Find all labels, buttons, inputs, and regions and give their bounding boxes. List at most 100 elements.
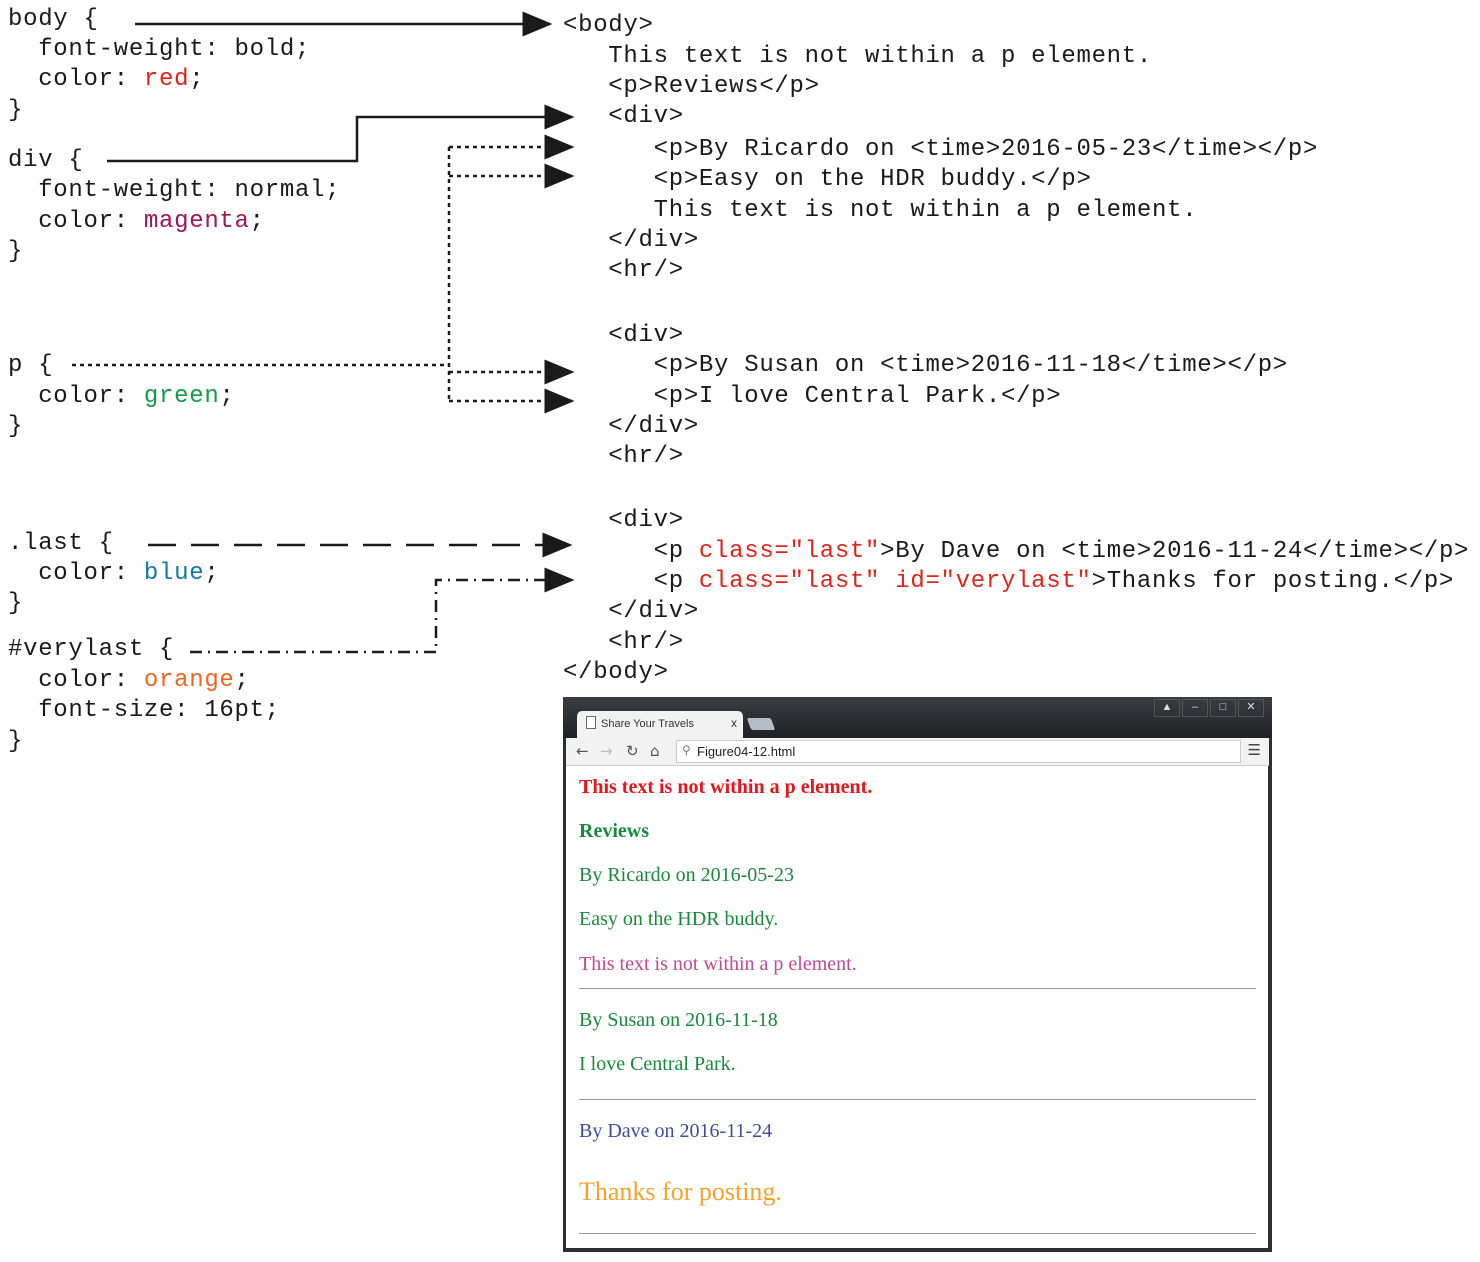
css-line: font-weight: normal; <box>8 177 340 205</box>
rendered-text: By Susan on 2016-11-18 <box>579 1009 778 1031</box>
css-line: } <box>8 413 23 441</box>
code-token: magenta <box>143 208 250 235</box>
rendered-text: Thanks for posting. <box>579 1177 782 1206</box>
html-line: <p>By Ricardo on <time>2016-05-23</time>… <box>563 136 1318 164</box>
div-arrow <box>107 104 575 163</box>
css-line: } <box>8 97 23 125</box>
code-token: <hr/> <box>563 629 684 656</box>
code-token: <p>By Susan on <time>2016-11-18</time></… <box>563 352 1288 379</box>
html-line: </body> <box>563 659 669 687</box>
horizontal-rule <box>579 988 1256 989</box>
code-token: color: <box>8 383 144 410</box>
html-line: </div> <box>563 598 699 626</box>
code-token: <p>Reviews</p> <box>563 73 820 100</box>
home-icon[interactable]: ⌂ <box>650 742 660 760</box>
code-token: } <box>8 590 24 617</box>
css-line: p { <box>8 352 53 380</box>
code-token: ; <box>249 208 265 235</box>
code-token: color: <box>8 560 144 587</box>
code-token: .last { <box>8 530 114 557</box>
address-bar[interactable]: ⚲ Figure04-12.html <box>676 740 1241 763</box>
html-line: This text is not within a p element. <box>563 197 1197 225</box>
code-token: <div> <box>563 322 684 349</box>
code-token: } <box>8 238 24 265</box>
css-line: color: green; <box>8 383 235 411</box>
code-token: red <box>143 66 190 93</box>
code-token: font-weight: normal; <box>8 177 341 204</box>
html-line: <body> <box>563 12 654 40</box>
html-line: <div> <box>563 322 684 350</box>
code-token: ; <box>204 560 220 587</box>
code-token: } <box>8 97 24 124</box>
code-token: } <box>8 728 24 755</box>
code-token: <hr/> <box>563 443 684 470</box>
horizontal-rule <box>579 1233 1256 1234</box>
menu-icon[interactable]: ☰ <box>1247 741 1261 759</box>
code-token: color: <box>8 66 144 93</box>
css-line: .last { <box>8 530 114 558</box>
html-line: <hr/> <box>563 629 684 657</box>
html-line: <hr/> <box>563 443 684 471</box>
rendered-text: This text is not within a p element. <box>579 953 857 975</box>
code-token: font-weight: bold; <box>8 36 311 63</box>
html-line: <hr/> <box>563 257 684 285</box>
code-token: </div> <box>563 598 699 625</box>
search-icon: ⚲ <box>682 743 691 757</box>
code-token: </div> <box>563 413 699 440</box>
html-line: This text is not within a p element. <box>563 43 1152 71</box>
tab-title: Share Your Travels <box>601 718 694 730</box>
rendered-text: By Ricardo on 2016-05-23 <box>579 864 794 886</box>
code-token: >Thanks for posting.</p> <box>1091 568 1455 595</box>
page-content: This text is not within a p element. Revi… <box>566 766 1268 1248</box>
css-line: font-weight: bold; <box>8 36 310 64</box>
code-token: body { <box>8 6 99 33</box>
code-token: p { <box>8 352 54 379</box>
code-token: #verylast { <box>8 636 175 663</box>
new-tab-button[interactable] <box>746 718 776 730</box>
maximize-icon[interactable]: □ <box>1210 699 1236 717</box>
back-arrow-icon[interactable]: ← <box>576 742 589 760</box>
code-token: </div> <box>563 227 699 254</box>
css-line: color: magenta; <box>8 208 265 236</box>
code-token: div { <box>8 147 84 174</box>
css-line: } <box>8 590 23 618</box>
verylast-arrow <box>190 567 575 654</box>
code-token: } <box>8 413 24 440</box>
code-token: ; <box>219 383 235 410</box>
code-token: ; <box>234 667 250 694</box>
css-line: color: orange; <box>8 667 250 695</box>
browser-window: Share Your Travels x ▲ – □ ✕ ← → ↻ ⌂ ⚲ F… <box>563 697 1272 1252</box>
css-line: div { <box>8 147 84 175</box>
url-text: Figure04-12.html <box>697 744 796 759</box>
code-token: <div> <box>563 103 684 130</box>
code-token: <p <box>563 538 699 565</box>
code-token: This text is not within a p element. <box>563 197 1198 224</box>
code-token: blue <box>143 560 205 587</box>
profile-icon[interactable]: ▲ <box>1154 699 1180 717</box>
css-line: body { <box>8 6 99 34</box>
html-line: <p>By Susan on <time>2016-11-18</time></… <box>563 352 1288 380</box>
code-token: class="last" id="verylast" <box>698 568 1092 595</box>
selector-arrows <box>72 11 575 654</box>
css-line: color: blue; <box>8 560 219 588</box>
document-icon <box>586 716 596 729</box>
close-icon[interactable]: ✕ <box>1238 699 1264 717</box>
title-bar: Share Your Travels x ▲ – □ ✕ <box>563 697 1272 738</box>
forward-arrow-icon[interactable]: → <box>600 742 613 760</box>
html-line: </div> <box>563 227 699 255</box>
code-token: font-size: 16pt; <box>8 697 280 724</box>
tab-share-your-travels[interactable]: Share Your Travels x <box>577 711 743 738</box>
reload-icon[interactable]: ↻ <box>626 742 639 760</box>
html-line: <div> <box>563 507 684 535</box>
code-token: <div> <box>563 507 684 534</box>
rendered-text: Easy on the HDR buddy. <box>579 908 779 930</box>
css-line: font-size: 16pt; <box>8 697 280 725</box>
minimize-icon[interactable]: – <box>1182 699 1208 717</box>
rendered-text: Reviews <box>579 820 649 842</box>
rendered-text: By Dave on 2016-11-24 <box>579 1120 773 1142</box>
p-arrows <box>72 134 575 414</box>
tab-close-icon[interactable]: x <box>731 716 737 730</box>
toolbar: ← → ↻ ⌂ ⚲ Figure04-12.html ☰ <box>566 738 1269 766</box>
code-token: >By Dave on <time>2016-11-24</time></p> <box>880 538 1470 565</box>
html-line: <p>Reviews</p> <box>563 73 820 101</box>
